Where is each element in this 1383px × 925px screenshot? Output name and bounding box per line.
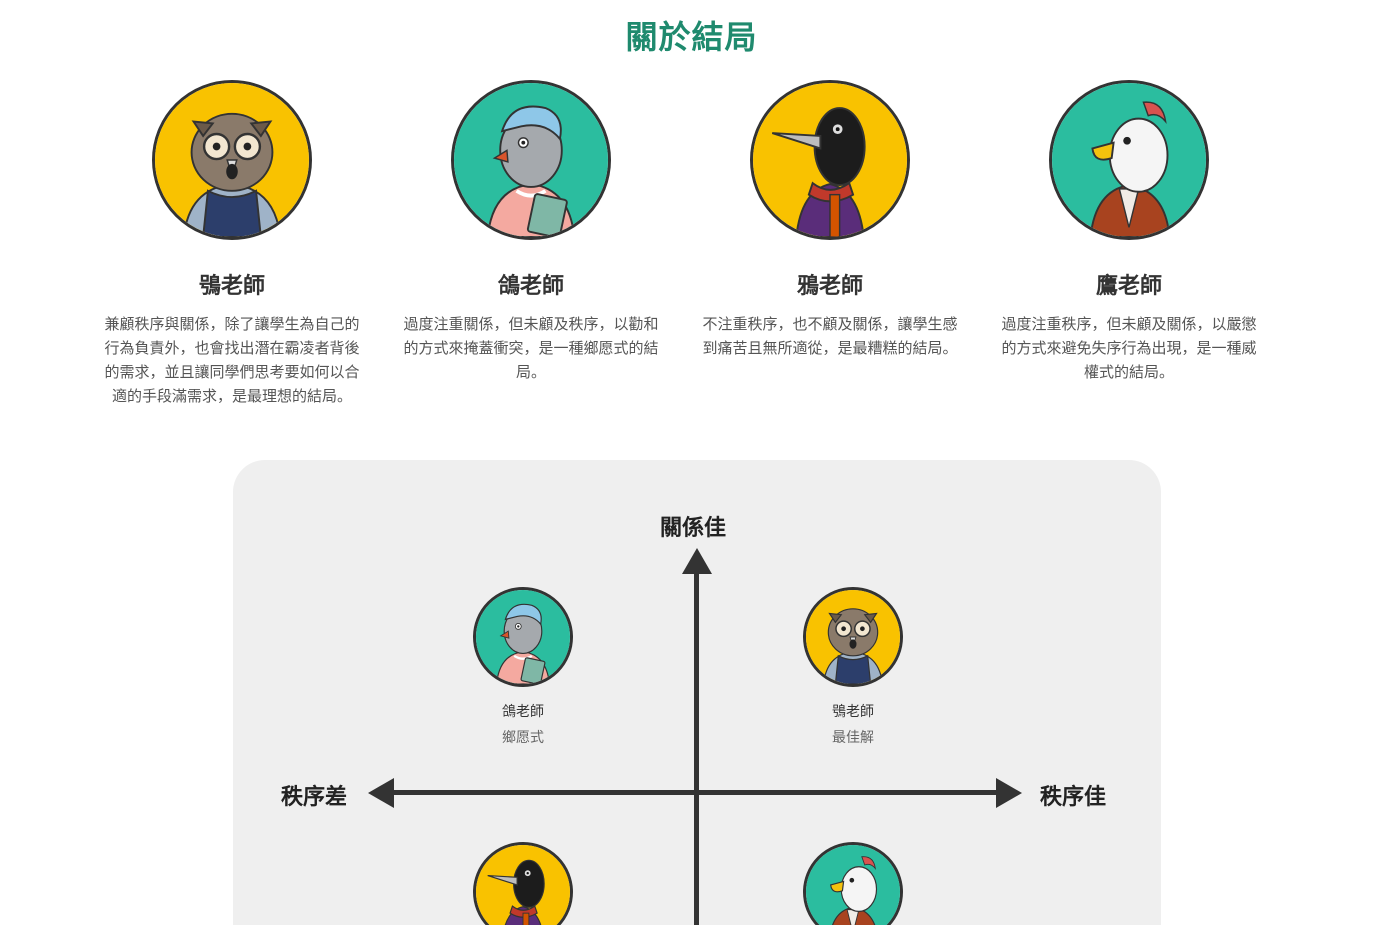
axis-label-left: 秩序差	[281, 785, 348, 810]
crow-teacher-icon	[750, 80, 910, 240]
teacher-card-eagle: 鷹老師 過度注重秩序，但未顧及關係，以嚴懲的方式來避免失序行為出現，是一種威權式…	[994, 80, 1264, 384]
quadrant-item-owl: 鴞老師 最佳解	[783, 587, 923, 747]
teacher-name: 鴿老師	[497, 274, 564, 299]
axis-label-top: 關係佳	[660, 516, 727, 541]
quadrant-item-name: 鴿老師	[502, 704, 544, 720]
teacher-description: 過度注重關係，但未顧及秩序，以勸和的方式來掩蓋衝突，是一種鄉愿式的結局。	[403, 315, 659, 381]
quadrant-item-tag: 鄉愿式	[502, 730, 544, 746]
crow-teacher-icon	[473, 842, 573, 925]
teacher-name: 鷹老師	[1095, 274, 1162, 299]
arrow-left-icon	[368, 778, 394, 808]
owl-teacher-icon	[152, 80, 312, 240]
eagle-teacher-icon	[1049, 80, 1209, 240]
arrow-right-icon	[996, 778, 1022, 808]
page-title: 關於結局	[625, 18, 758, 56]
quadrant-item-pigeon: 鴿老師 鄉愿式	[453, 587, 593, 747]
quadrant-item-crow	[453, 842, 593, 925]
teacher-name: 鴉老師	[796, 274, 863, 299]
quadrant-item-name: 鴞老師	[832, 704, 874, 720]
vertical-axis	[694, 570, 699, 925]
teacher-card-pigeon: 鴿老師 過度注重關係，但未顧及秩序，以勸和的方式來掩蓋衝突，是一種鄉愿式的結局。	[396, 80, 666, 384]
quadrant-item-eagle	[783, 842, 923, 925]
axis-label-right: 秩序佳	[1040, 785, 1107, 810]
teacher-description: 過度注重秩序，但未顧及關係，以嚴懲的方式來避免失序行為出現，是一種威權式的結局。	[1001, 315, 1257, 381]
owl-teacher-icon	[803, 587, 903, 687]
teacher-name: 鴞老師	[198, 274, 265, 299]
horizontal-axis	[390, 790, 1000, 795]
teacher-description: 不注重秩序，也不顧及關係，讓學生感到痛苦且無所適從，是最糟糕的結局。	[702, 315, 958, 357]
arrow-up-icon	[682, 548, 712, 574]
quadrant-item-tag: 最佳解	[832, 730, 874, 746]
pigeon-teacher-icon	[473, 587, 573, 687]
pigeon-teacher-icon	[451, 80, 611, 240]
teacher-card-owl: 鴞老師 兼顧秩序與關係，除了讓學生為自己的行為負責外，也會找出潛在霸凌者背後的需…	[97, 80, 367, 408]
eagle-teacher-icon	[803, 842, 903, 925]
teacher-card-crow: 鴉老師 不注重秩序，也不顧及關係，讓學生感到痛苦且無所適從，是最糟糕的結局。	[695, 80, 965, 360]
teacher-description: 兼顧秩序與關係，除了讓學生為自己的行為負責外，也會找出潛在霸凌者背後的需求，並且…	[104, 315, 360, 405]
